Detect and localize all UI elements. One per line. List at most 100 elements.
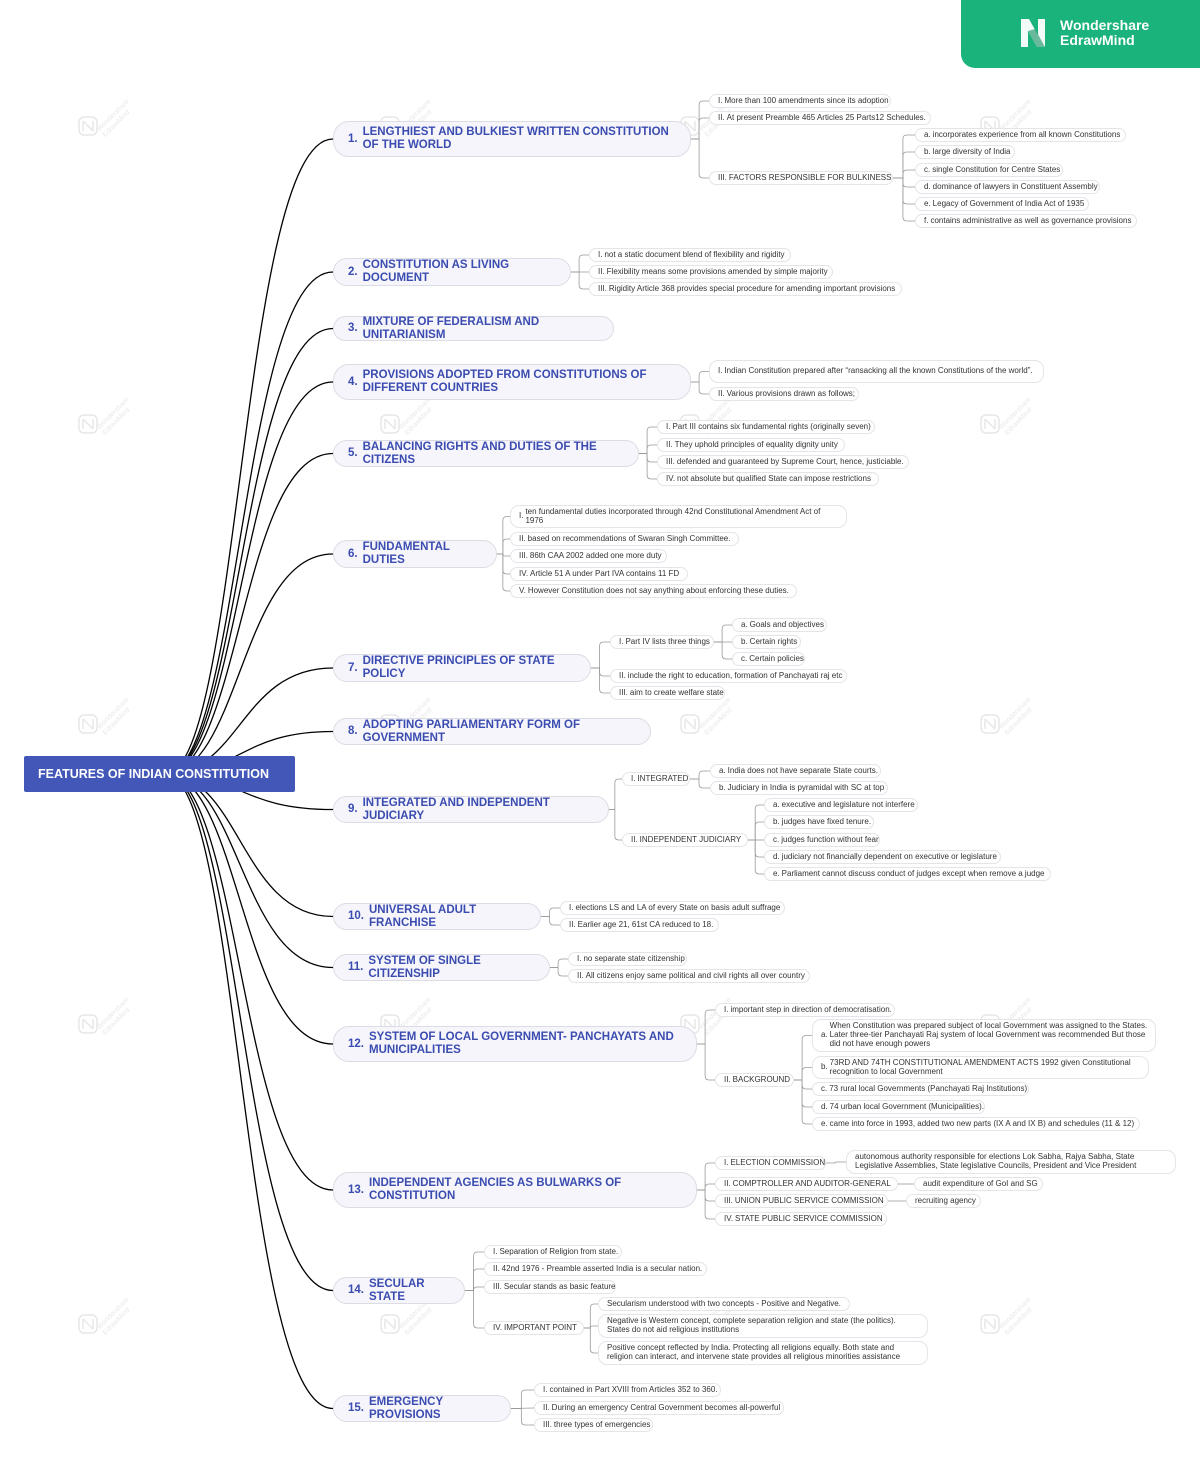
- subtopic[interactable]: a.When Constitution was prepared subject…: [812, 1019, 1156, 1052]
- subtopic[interactable]: e.Parliament cannot discuss conduct of j…: [764, 867, 1051, 881]
- subtopic[interactable]: II.COMPTROLLER AND AUDITOR-GENERAL: [715, 1177, 898, 1191]
- subtopic[interactable]: autonomous authority responsible for ele…: [846, 1150, 1176, 1174]
- subtopic[interactable]: V.However Constitution does not say anyt…: [510, 584, 797, 598]
- subtopic[interactable]: II.42nd 1976 - Preamble asserted India i…: [484, 1262, 707, 1276]
- topic-label: 86th CAA 2002 added one more duty: [529, 550, 662, 560]
- subtopic[interactable]: b.judges have fixed tenure.: [764, 815, 874, 829]
- subtopic[interactable]: c.73 rural local Governments (Panchayati…: [812, 1082, 1029, 1096]
- subtopic[interactable]: III.Rigidity Article 368 provides specia…: [589, 282, 902, 296]
- subtopic[interactable]: I.Part III contains six fundamental righ…: [657, 420, 875, 434]
- subtopic-line: [893, 151, 915, 179]
- subtopic[interactable]: II.include the right to education, forma…: [610, 669, 847, 683]
- subtopic[interactable]: a.executive and legislature not interfer…: [764, 798, 918, 812]
- subtopic[interactable]: I.no separate state citizenship: [568, 952, 687, 966]
- topic-label: However Constitution does not say anythi…: [527, 585, 789, 595]
- subtopic[interactable]: II.Earlier age 21, 61st CA reduced to 18…: [560, 918, 719, 932]
- topic-number: II.: [598, 266, 605, 276]
- subtopic[interactable]: II.Various provisions drawn as follows;: [709, 387, 859, 401]
- topic-1[interactable]: 1.LENGTHIEST AND BULKIEST WRITTEN CONSTI…: [333, 121, 691, 157]
- subtopic[interactable]: II.During an emergency Central Governmen…: [534, 1401, 784, 1415]
- branch-line: [164, 138, 334, 775]
- topic-7[interactable]: 7.DIRECTIVE PRINCIPLES OF STATE POLICY: [333, 654, 591, 682]
- topic-number: d.: [821, 1101, 828, 1111]
- subtopic[interactable]: III.86th CAA 2002 added one more duty: [510, 549, 667, 563]
- subtopic[interactable]: d.dominance of lawyers in Constituent As…: [915, 180, 1100, 194]
- subtopic[interactable]: b.73RD AND 74TH CONSTITUTIONAL AMENDMENT…: [812, 1056, 1149, 1079]
- topic-number: III.: [519, 550, 528, 560]
- subtopic[interactable]: II.BACKGROUND: [715, 1073, 794, 1087]
- subtopic[interactable]: a.India does not have separate State cou…: [710, 764, 881, 778]
- subtopic[interactable]: I.ELECTION COMMISSION: [715, 1156, 826, 1170]
- topic-3[interactable]: 3.MIXTURE OF FEDERALISM AND UNITARIANISM: [333, 316, 614, 341]
- subtopic[interactable]: III.UNION PUBLIC SERVICE COMMISSION: [715, 1194, 888, 1208]
- subtopic[interactable]: IV.not absolute but qualified State can …: [657, 472, 879, 486]
- subtopic[interactable]: d.judiciary not financially dependent on…: [764, 850, 1001, 864]
- subtopic[interactable]: I.not a static document blend of flexibi…: [589, 248, 791, 262]
- subtopic[interactable]: I.More than 100 amendments since its ado…: [709, 94, 891, 108]
- subtopic[interactable]: b.large diversity of India: [915, 145, 1015, 159]
- topic-label: incorporates experience from all known C…: [932, 129, 1121, 139]
- subtopic[interactable]: Negative is Western concept, complete se…: [598, 1314, 928, 1338]
- subtopic[interactable]: I.INTEGRATED: [622, 772, 690, 786]
- topic-4[interactable]: 4.PROVISIONS ADOPTED FROM CONSTITUTIONS …: [333, 364, 691, 400]
- topic-label: include the right to education, formatio…: [627, 670, 843, 680]
- subtopic[interactable]: c.Certain policies: [732, 652, 805, 666]
- subtopic[interactable]: III.three types of emergencies: [534, 1418, 653, 1432]
- topic-5[interactable]: 5.BALANCING RIGHTS AND DUTIES OF THE CIT…: [333, 440, 639, 467]
- root-topic[interactable]: FEATURES OF INDIAN CONSTITUTION: [24, 756, 295, 792]
- topic-12[interactable]: 12.SYSTEM OF LOCAL GOVERNMENT- PANCHAYAT…: [333, 1026, 697, 1062]
- subtopic[interactable]: e.Legacy of Government of India Act of 1…: [915, 197, 1089, 211]
- topic-9[interactable]: 9.INTEGRATED AND INDEPENDENT JUDICIARY: [333, 796, 609, 823]
- subtopic[interactable]: II.They uphold principles of equality di…: [657, 438, 845, 452]
- subtopic[interactable]: e.came into force in 1993, added two new…: [812, 1117, 1140, 1131]
- subtopic[interactable]: a.incorporates experience from all known…: [915, 128, 1126, 142]
- subtopic[interactable]: Secularism understood with two concepts …: [598, 1297, 850, 1311]
- topic-number: II.: [619, 670, 626, 680]
- topic-14[interactable]: 14.SECULAR STATE: [333, 1277, 465, 1304]
- subtopic[interactable]: I.Indian Constitution prepared after “ra…: [709, 360, 1044, 383]
- subtopic[interactable]: I.contained in Part XVIII from Articles …: [534, 1383, 721, 1397]
- subtopic-line: [748, 839, 764, 858]
- topic-6[interactable]: 6.FUNDAMENTAL DUTIES: [333, 540, 497, 568]
- subtopic[interactable]: IV.IMPORTANT POINT: [484, 1321, 584, 1335]
- subtopic[interactable]: III.Secular stands as basic feature: [484, 1280, 616, 1294]
- subtopic[interactable]: I.Part IV lists three things: [610, 635, 714, 649]
- subtopic[interactable]: b.Judiciary in India is pyramidal with S…: [710, 781, 888, 795]
- topic-8[interactable]: 8.ADOPTING PARLIAMENTARY FORM OF GOVERNM…: [333, 718, 651, 745]
- branch-line: [164, 271, 334, 775]
- subtopic[interactable]: Positive concept reflected by India. Pro…: [598, 1341, 928, 1365]
- subtopic[interactable]: II.based on recommendations of Swaran Si…: [510, 532, 739, 546]
- topic-13[interactable]: 13.INDEPENDENT AGENCIES AS BULWARKS OF C…: [333, 1172, 697, 1208]
- subtopic[interactable]: II.All citizens enjoy same political and…: [568, 969, 810, 983]
- topic-number: IV.: [493, 1322, 503, 1332]
- topic-label: large diversity of India: [932, 146, 1011, 156]
- topic-15[interactable]: 15.EMERGENCY PROVISIONS: [333, 1395, 511, 1422]
- subtopic[interactable]: III.FACTORS RESPONSIBLE FOR BULKINESS: [709, 171, 893, 185]
- topic-number: 10.: [348, 910, 364, 923]
- subtopic[interactable]: I.ten fundamental duties incorporated th…: [510, 505, 847, 528]
- subtopic[interactable]: c.single Constitution for Centre States: [915, 163, 1063, 177]
- subtopic[interactable]: II.Flexibility means some provisions ame…: [589, 265, 833, 279]
- topic-2[interactable]: 2.CONSTITUTION AS LIVING DOCUMENT: [333, 258, 571, 286]
- subtopic[interactable]: IV.Article 51 A under Part IVA contains …: [510, 567, 688, 581]
- subtopic[interactable]: III.aim to create welfare state: [610, 686, 725, 700]
- subtopic[interactable]: II.At present Preamble 465 Articles 25 P…: [709, 111, 931, 125]
- topic-number: III.: [543, 1419, 552, 1429]
- subtopic[interactable]: f.contains administrative as well as gov…: [915, 214, 1137, 228]
- subtopic[interactable]: a.Goals and objectives: [732, 618, 827, 632]
- subtopic[interactable]: I.Separation of Religion from state.: [484, 1245, 622, 1259]
- subtopic[interactable]: recruiting agency: [906, 1194, 981, 1208]
- subtopic[interactable]: I.important step in direction of democra…: [715, 1003, 895, 1017]
- subtopic[interactable]: IV.STATE PUBLIC SERVICE COMMISSION: [715, 1212, 887, 1226]
- topic-10[interactable]: 10.UNIVERSAL ADULT FRANCHISE: [333, 903, 541, 930]
- topic-11[interactable]: 11.SYSTEM OF SINGLE CITIZENSHIP: [333, 954, 550, 981]
- subtopic[interactable]: III.defended and guaranteed by Supreme C…: [657, 455, 909, 469]
- subtopic[interactable]: b.Certain rights: [732, 635, 801, 649]
- edrawmind-watermark-icon: [980, 714, 1000, 734]
- subtopic[interactable]: d.74 urban local Government (Municipalit…: [812, 1100, 985, 1114]
- topic-label: India does not have separate State court…: [727, 765, 878, 775]
- subtopic[interactable]: audit expenditure of GoI and SG: [914, 1177, 1043, 1191]
- subtopic[interactable]: I.elections LS and LA of every State on …: [560, 901, 785, 915]
- subtopic[interactable]: c.judges function without fear: [764, 833, 880, 847]
- subtopic[interactable]: II.INDEPENDENT JUDICIARY: [622, 833, 748, 847]
